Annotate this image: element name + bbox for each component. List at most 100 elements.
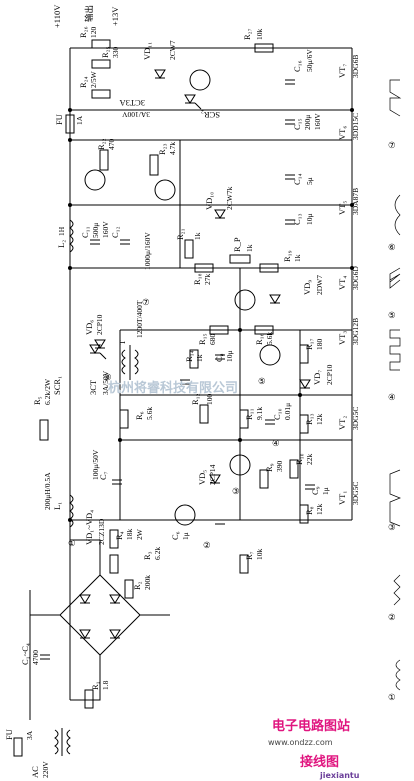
label-vt4-type: 3DG6D [351, 266, 360, 290]
label-r14-val: 1k [195, 354, 204, 362]
label-c12-val: 1000μ/160V [143, 232, 152, 270]
label-ac-volt: 220V [41, 761, 50, 778]
logo-text: 接线图 [300, 754, 339, 770]
label-r8-val: 12k [315, 504, 324, 516]
waveform-6: ⑥ [388, 194, 401, 252]
transistor-vt5 [154, 179, 176, 201]
resistor-r7 [239, 554, 249, 574]
scr-scr1 [89, 344, 107, 360]
label-vt5-type: 3DA87B [351, 188, 360, 215]
label-fu-in: FU [4, 729, 14, 740]
label-r11-val: 9.1k [255, 407, 264, 420]
label-rp: R_P [232, 237, 242, 252]
resistor-r4 [109, 529, 119, 549]
mains-transformer [54, 728, 71, 756]
label-vd1-vd4-val: 2CZ13D [97, 518, 106, 545]
label-3ct: 3CT [88, 379, 98, 395]
resistor-r24 [91, 89, 111, 99]
waveform-4: ④ [388, 329, 401, 402]
resistor-r10 [289, 459, 299, 479]
label-l2: L₂ [56, 240, 66, 248]
site-url: www.ondzz.com [268, 738, 333, 747]
label-c8-val: 10μ [225, 350, 234, 362]
label-ac: AC [30, 766, 40, 778]
label-r9: R₉ [264, 463, 274, 472]
label-r19-val: 1k [293, 254, 302, 262]
svg-text:④: ④ [388, 392, 396, 402]
label-vd11-val: 2CW7 [168, 40, 177, 60]
label-vt6-type: 3DD15C [351, 113, 360, 140]
label-c15-v: 160V [313, 113, 322, 130]
label-c11-v: 160V [101, 221, 110, 238]
label-vt7: VT₇ [337, 64, 347, 78]
label-vd9-val: 2DW7 [315, 275, 324, 295]
label-c10: C₁₀ [272, 408, 282, 420]
label-vt6: VT₆ [337, 126, 347, 140]
label-r19: R₁₉ [282, 250, 292, 262]
label-r12: R₁₂ [190, 393, 200, 405]
label-c11-val: 500μ [91, 223, 100, 238]
label-c15: C₁₅ [292, 118, 302, 130]
label-r24-val: 2/5W [89, 70, 98, 88]
label-r9-val: 390 [275, 461, 284, 473]
label-r14: R₁₄ [184, 350, 194, 362]
label-c1-c4-val: 4700 [31, 650, 40, 665]
potentiometer-rp [229, 254, 251, 264]
resistor-r16 [254, 325, 274, 335]
label-r25: R₂₅ [100, 46, 110, 58]
resistor-r5 [39, 419, 49, 441]
label-t-val: 1200T/400T [135, 300, 144, 338]
label-vt3-type: 3DG12B [351, 318, 360, 345]
resistor-r6 [119, 409, 129, 429]
label-vt3: VT₃ [337, 331, 347, 345]
waveform-7: ⑦ [388, 79, 402, 150]
label-r15-val: 680 [208, 334, 217, 346]
label-r1-val: 1.8 [101, 680, 110, 690]
label-r4-power: 2W [135, 528, 144, 540]
resistor-r14 [189, 349, 199, 369]
diode-vd6 [94, 339, 106, 349]
label-sct3a: 3CT3A [119, 98, 145, 108]
label-r26-val: 120 [89, 27, 98, 39]
label-c7-val: 100μ/50V [91, 449, 100, 480]
label-r21-val: 1k [193, 232, 202, 240]
resistor-r12 [199, 404, 209, 424]
zener-vd10 [214, 209, 226, 219]
resistor-r17 [299, 344, 309, 364]
label-r18-val: 27k [203, 274, 212, 286]
label-r21: R₂₁ [175, 228, 185, 240]
diode-vd5 [209, 474, 221, 484]
label-vd10-val: 2CW7k [225, 186, 234, 210]
label-r10-val: 22k [305, 454, 314, 466]
resistor-r19 [259, 263, 279, 273]
label-c8: C₈ [214, 353, 224, 362]
label-vd7-val: 2CP10 [325, 364, 334, 385]
resistor-r9 [259, 469, 269, 489]
label-r1: R₁ [90, 681, 100, 690]
label-l1-val: 200μH/0.5A [43, 472, 52, 510]
label-scr1: SCR₁ [52, 376, 62, 395]
label-vt1-type: 3DG5C [351, 482, 360, 505]
svg-text:②: ② [388, 612, 396, 622]
label-c7: C₇ [98, 471, 108, 480]
fuse-output [65, 114, 75, 134]
label-r7: R₇ [244, 551, 254, 560]
pulse-transformer-t [121, 345, 139, 380]
resistor-r11 [239, 409, 249, 429]
resistor-r22 [99, 149, 109, 171]
label-r16-val: 5.6k [265, 332, 274, 345]
site-branding: 电子电路图站 www.ondzz.com 接线图 jiexiantu [268, 718, 360, 780]
label-vd6-val: 2CP10 [95, 314, 104, 335]
label-r6-val: 5.6k [145, 407, 154, 420]
label-r4: R₄ [114, 531, 124, 540]
label-r13: R₁₃ [304, 413, 314, 425]
fuse-input [13, 737, 23, 757]
label-r2-val: 200k [143, 575, 152, 590]
logo-url: jiexiantu [319, 771, 360, 780]
label-vt2: VT₂ [337, 416, 347, 430]
resistor-r23 [149, 154, 159, 176]
scr-scr2 [184, 94, 202, 110]
resistor-r18 [194, 263, 214, 273]
junction-dots [68, 108, 354, 522]
